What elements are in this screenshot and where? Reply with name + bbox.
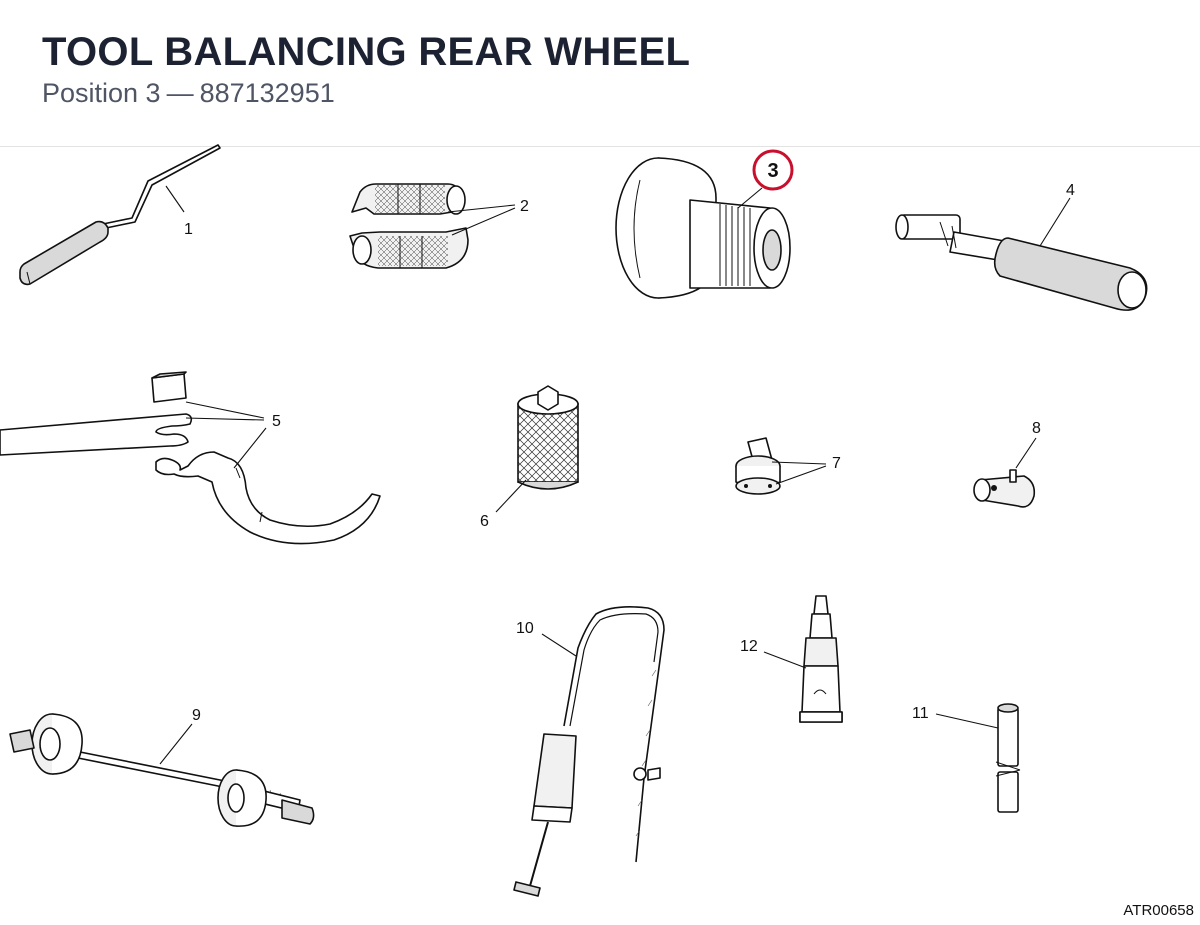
leader-1 <box>165 185 185 213</box>
leader-5 <box>185 401 267 469</box>
part-2-split-bushing <box>349 183 469 269</box>
leader-11 <box>935 713 999 729</box>
callout-2: 2 <box>520 198 529 215</box>
callout-11: 11 <box>912 705 929 722</box>
leader-7 <box>771 461 827 485</box>
part-9-puller-shaft <box>9 713 315 827</box>
callout-3-highlighted: 3 <box>767 160 778 182</box>
subtitle-dash: — <box>166 78 194 108</box>
leader-6 <box>495 479 527 513</box>
part-10-syringe-hose <box>513 606 665 897</box>
callout-7: 7 <box>832 455 841 472</box>
part-5-spanner-set <box>0 371 381 545</box>
leader-2 <box>447 204 516 236</box>
page-title: TOOL BALANCING REAR WHEEL <box>42 30 691 74</box>
leader-12 <box>763 651 807 669</box>
callout-1: 1 <box>184 221 193 238</box>
callout-4: 4 <box>1066 182 1075 199</box>
part-number: 887132951 <box>199 78 335 108</box>
callout-12: 12 <box>740 638 758 655</box>
part-4-pin-sleeve <box>895 214 1148 311</box>
part-8-collar <box>973 469 1036 508</box>
callout-10: 10 <box>516 620 534 637</box>
leader-4 <box>1039 197 1071 247</box>
reference-code: ATR00658 <box>1123 902 1194 919</box>
leader-9 <box>159 723 193 765</box>
position-label: Position 3 <box>42 78 161 108</box>
subtitle: Position 3—887132951 <box>42 78 335 109</box>
callout-6: 6 <box>480 513 489 530</box>
part-6-knurled-cylinder <box>517 385 579 490</box>
highlighted-callout-ring <box>752 149 794 191</box>
callout-8: 8 <box>1032 420 1041 437</box>
part-11-dowel <box>995 703 1021 813</box>
header: TOOL BALANCING REAR WHEEL Position 3—887… <box>0 0 1200 147</box>
part-12-grease-tube <box>799 595 843 723</box>
leader-10 <box>541 633 577 657</box>
callout-5: 5 <box>272 413 281 430</box>
part-3-flanged-sleeve <box>615 157 791 299</box>
leader-3 <box>737 187 763 209</box>
part-7-valve-nut <box>735 437 781 495</box>
leader-8 <box>1015 437 1037 469</box>
part-1-hook-tool <box>19 144 221 286</box>
callout-9: 9 <box>192 707 201 724</box>
